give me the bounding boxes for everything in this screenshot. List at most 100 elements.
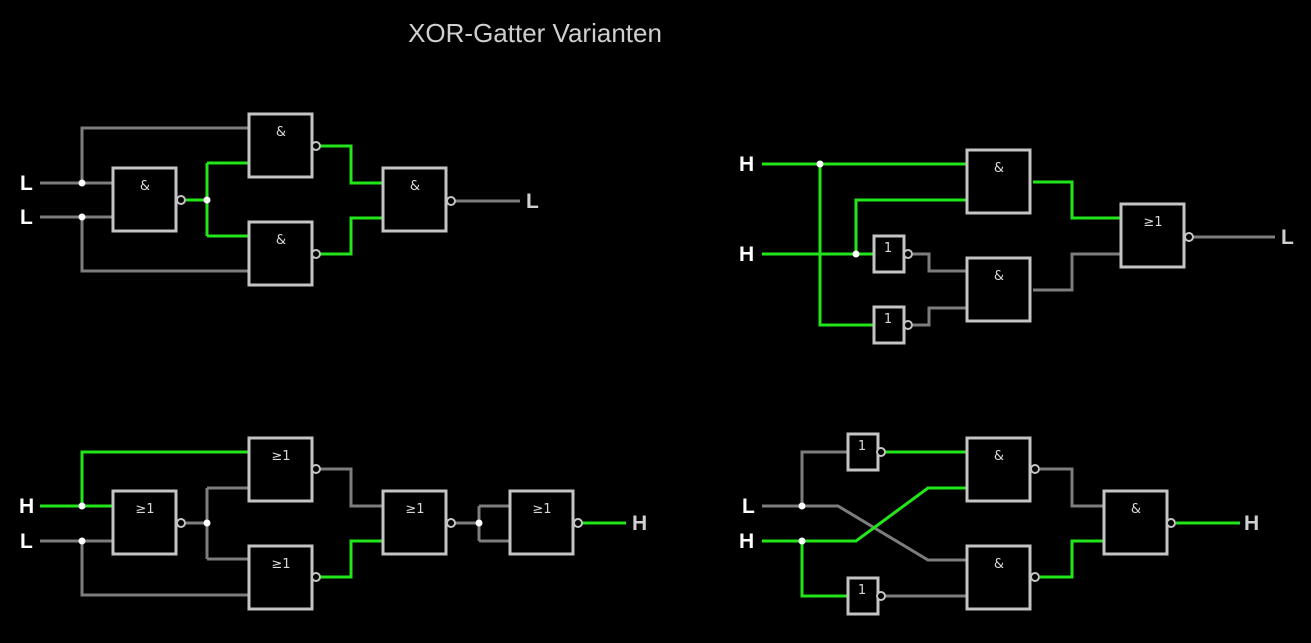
junction-dot	[78, 179, 86, 187]
gate-symbol: &	[994, 557, 1004, 572]
junction-dot	[78, 537, 86, 545]
negation-bubble	[446, 196, 456, 206]
gate-symbol: &	[410, 179, 420, 194]
gate-symbol: &	[1131, 502, 1141, 517]
gate-symbol: &	[276, 233, 286, 248]
junction-dot	[798, 502, 806, 510]
circuit-nand-crossed: 1 1 & & & L H H	[739, 432, 1259, 616]
negation-bubble	[311, 464, 321, 474]
gate-symbol: ≥1	[405, 502, 424, 517]
wire	[477, 504, 510, 543]
gate-symbol: ≥1	[532, 502, 551, 517]
output-level: H	[632, 512, 647, 535]
wire	[80, 541, 249, 597]
wire	[913, 306, 967, 327]
circuit-nand: & & & & L L L	[20, 112, 539, 287]
and-gate	[965, 148, 1032, 215]
negation-bubble	[311, 141, 321, 151]
negation-bubble	[903, 249, 913, 259]
gate-symbol: &	[994, 161, 1004, 176]
wire	[800, 450, 848, 506]
wire	[319, 216, 383, 256]
input-level: H	[739, 530, 754, 553]
wire	[319, 144, 383, 185]
input-level: L	[742, 495, 755, 518]
wire	[913, 252, 967, 273]
wire	[205, 161, 249, 238]
wire	[1040, 467, 1104, 508]
wire	[319, 539, 383, 579]
not-gate	[846, 432, 880, 472]
negation-bubble	[311, 249, 321, 259]
gate-symbol: &	[994, 269, 1004, 284]
nand-gate	[965, 436, 1032, 503]
junction-dot	[78, 502, 86, 510]
gate-symbol: ≥1	[1143, 215, 1162, 230]
gate-symbol: &	[276, 125, 286, 140]
wire	[1033, 180, 1121, 220]
negation-bubble	[446, 518, 456, 528]
wire	[80, 126, 249, 183]
negation-bubble	[176, 518, 186, 528]
and-gate	[965, 256, 1032, 323]
wire	[1033, 252, 1121, 292]
nand-gate	[247, 112, 314, 179]
input-level: H	[739, 243, 754, 266]
nand-gate	[111, 166, 178, 233]
negation-bubble	[311, 572, 321, 582]
junction-dot	[816, 160, 824, 168]
wire	[80, 217, 249, 273]
gate-symbol: ≥1	[271, 557, 290, 572]
output-level: H	[1244, 512, 1259, 535]
junction-dot	[852, 250, 860, 258]
negation-bubble	[176, 195, 186, 205]
wire	[818, 164, 874, 327]
nor-gate	[247, 436, 314, 503]
gate-symbol: 1	[884, 312, 892, 327]
junction-dot	[203, 196, 211, 204]
input-level: L	[20, 206, 33, 229]
negation-bubble	[1184, 232, 1194, 242]
output-level: L	[526, 190, 539, 213]
nand-gate	[1102, 489, 1169, 556]
negation-bubble	[573, 518, 583, 528]
junction-dot	[78, 213, 86, 221]
gate-symbol: 1	[858, 439, 866, 454]
junction-dot	[798, 537, 806, 545]
input-level: H	[739, 153, 754, 176]
gate-symbol: 1	[884, 241, 892, 256]
negation-bubble	[1166, 518, 1176, 528]
negation-bubble	[876, 447, 886, 457]
nor-gate	[508, 489, 575, 556]
nor-gate	[111, 489, 178, 556]
gate-symbol: ≥1	[271, 449, 290, 464]
page-title: XOR-Gatter Varianten	[408, 18, 662, 48]
gate-symbol: &	[140, 179, 150, 194]
nand-gate	[247, 220, 314, 287]
output-level: L	[1281, 226, 1294, 249]
wire	[205, 486, 249, 561]
wire	[80, 450, 249, 506]
input-level: L	[20, 172, 33, 195]
gate-symbol: &	[994, 449, 1004, 464]
wire	[762, 486, 967, 543]
negation-bubble	[1030, 572, 1040, 582]
gate-symbol: ≥1	[135, 502, 154, 517]
circuit-and-or-not: & & 1 1 ≥1 H H L	[739, 148, 1294, 345]
wire	[1040, 539, 1104, 579]
junction-dot	[203, 519, 211, 527]
negation-bubble	[903, 320, 913, 330]
negation-bubble	[876, 591, 886, 601]
junction-dot	[475, 519, 483, 527]
circuit-nor: ≥1 ≥1 ≥1 ≥1 ≥1 H L H	[19, 436, 647, 611]
not-gate	[872, 305, 906, 345]
input-level: L	[20, 530, 33, 553]
or-gate	[1119, 202, 1186, 269]
not-gate	[846, 576, 880, 616]
nand-gate	[381, 166, 448, 233]
wire	[319, 467, 383, 508]
nor-gate	[247, 544, 314, 611]
input-level: H	[19, 495, 34, 518]
gate-symbol: 1	[858, 583, 866, 598]
